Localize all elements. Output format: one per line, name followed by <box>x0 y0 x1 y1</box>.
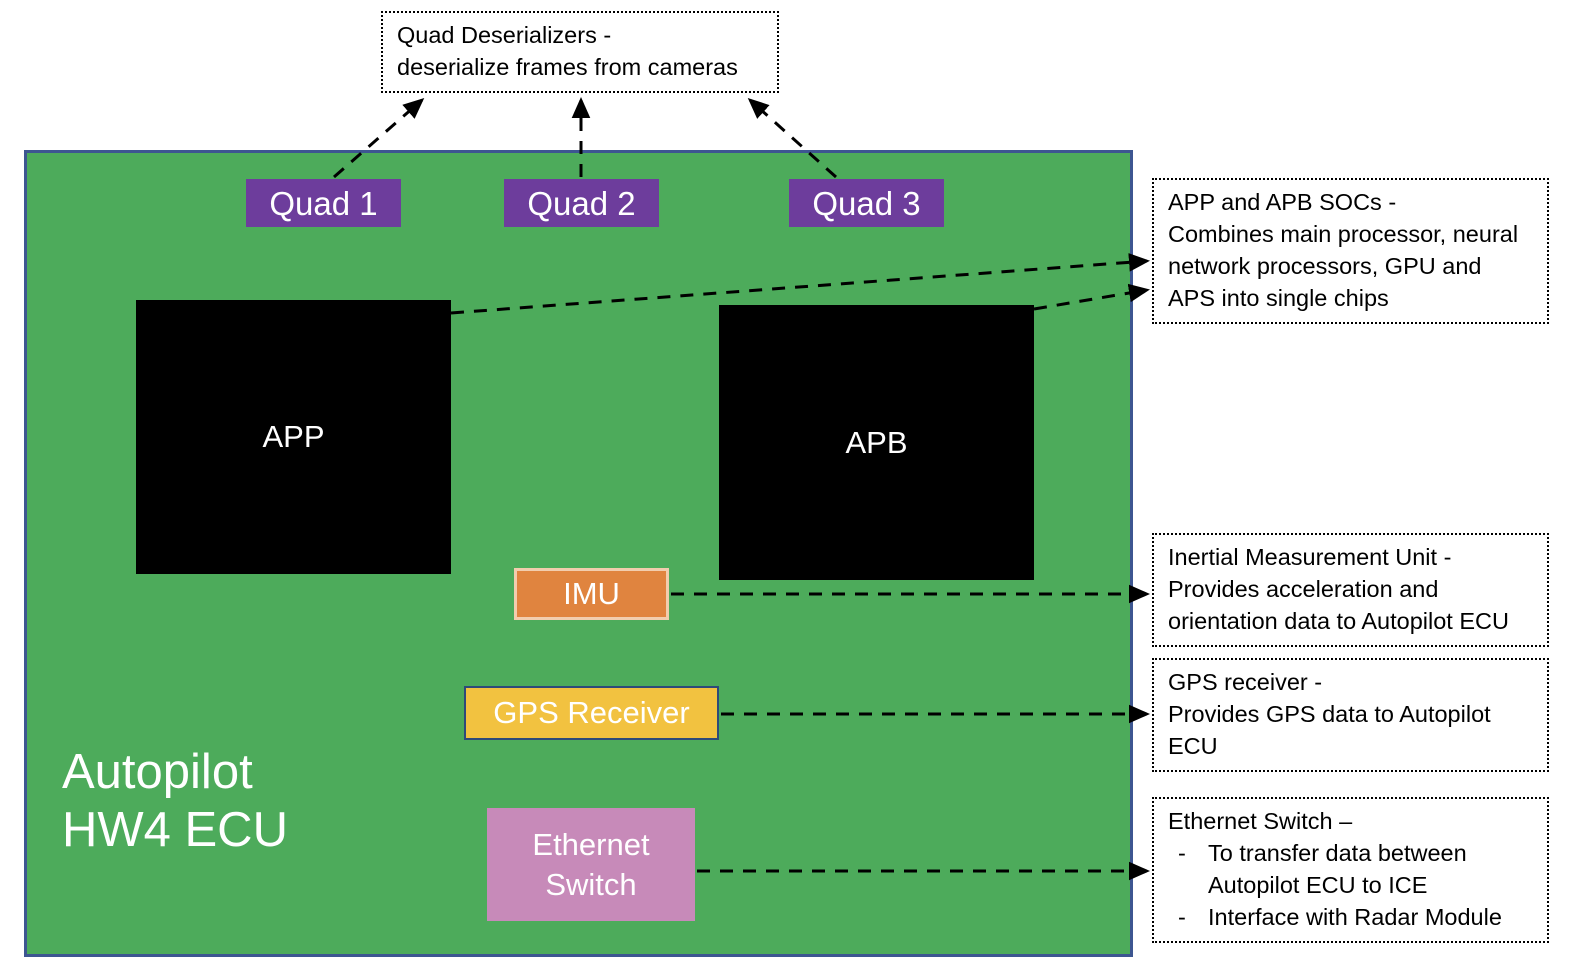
callout-gps-line-1: GPS receiver - <box>1168 669 1323 695</box>
callout-soc-line-1: APP and APB SOCs - <box>1168 189 1397 215</box>
callout-quad-deserializers: Quad Deserializers - deserialize frames … <box>381 11 779 93</box>
quad-2-block[interactable]: Quad 2 <box>504 179 659 227</box>
callout-ethernet-bullet-1-text-b: Autopilot ECU to ICE <box>1208 871 1428 898</box>
callout-quad-line-1: Quad Deserializers - <box>397 22 612 48</box>
quad-3-label: Quad 3 <box>812 184 921 222</box>
apb-soc-label: APB <box>845 424 908 460</box>
imu-block[interactable]: IMU <box>514 568 669 620</box>
imu-label: IMU <box>563 576 620 611</box>
callout-imu: Inertial Measurement Unit - Provides acc… <box>1152 533 1549 647</box>
app-soc-block[interactable]: APP <box>136 300 451 574</box>
callout-imu-line-1: Inertial Measurement Unit - <box>1168 544 1452 570</box>
callout-imu-line-3: orientation data to Autopilot ECU <box>1168 607 1509 634</box>
page-title: Autopilot HW4 ECU <box>62 686 288 859</box>
ecu-title-line-2: HW4 ECU <box>62 802 288 857</box>
callout-ethernet-bullet-2-dash: - <box>1178 903 1186 930</box>
callout-app-apb-socs: APP and APB SOCs - Combines main process… <box>1152 178 1549 324</box>
callout-imu-line-2: Provides acceleration and <box>1168 575 1439 602</box>
ethernet-switch-block[interactable]: Ethernet Switch <box>487 808 695 921</box>
callout-gps-line-3: ECU <box>1168 732 1218 759</box>
callout-ethernet-bullet-1-dash: - <box>1178 839 1186 866</box>
gps-label: GPS Receiver <box>493 695 690 730</box>
quad-2-label: Quad 2 <box>527 184 636 222</box>
callout-soc-line-2: Combines main processor, neural <box>1168 220 1519 247</box>
callout-gps-receiver: GPS receiver - Provides GPS data to Auto… <box>1152 658 1549 772</box>
callout-ethernet-line-1: Ethernet Switch – <box>1168 808 1353 834</box>
quad-3-block[interactable]: Quad 3 <box>789 179 944 227</box>
callout-quad-line-2: deserialize frames from cameras <box>397 53 738 80</box>
callout-ethernet-bullet-2-text: Interface with Radar Module <box>1208 903 1502 930</box>
callout-ethernet-bullet-2: - Interface with Radar Module <box>1168 902 1537 934</box>
callout-gps-line-2: Provides GPS data to Autopilot <box>1168 700 1491 727</box>
callout-ethernet-bullet-1: - To transfer data between Autopilot ECU… <box>1168 838 1537 902</box>
ethernet-label-line-2: Switch <box>545 866 637 902</box>
callout-soc-line-4: APS into single chips <box>1168 284 1389 311</box>
ecu-title-line-1: Autopilot <box>62 744 253 799</box>
callout-soc-line-3: network processors, GPU and <box>1168 252 1482 279</box>
quad-1-label: Quad 1 <box>269 184 378 222</box>
callout-ethernet-switch: Ethernet Switch – - To transfer data bet… <box>1152 797 1549 943</box>
quad-1-block[interactable]: Quad 1 <box>246 179 401 227</box>
apb-soc-block[interactable]: APB <box>719 305 1034 580</box>
callout-ethernet-bullet-1-text-a: To transfer data between <box>1208 839 1467 866</box>
app-soc-label: APP <box>262 419 325 454</box>
gps-receiver-block[interactable]: GPS Receiver <box>464 686 719 740</box>
ethernet-label-line-1: Ethernet <box>532 826 650 862</box>
